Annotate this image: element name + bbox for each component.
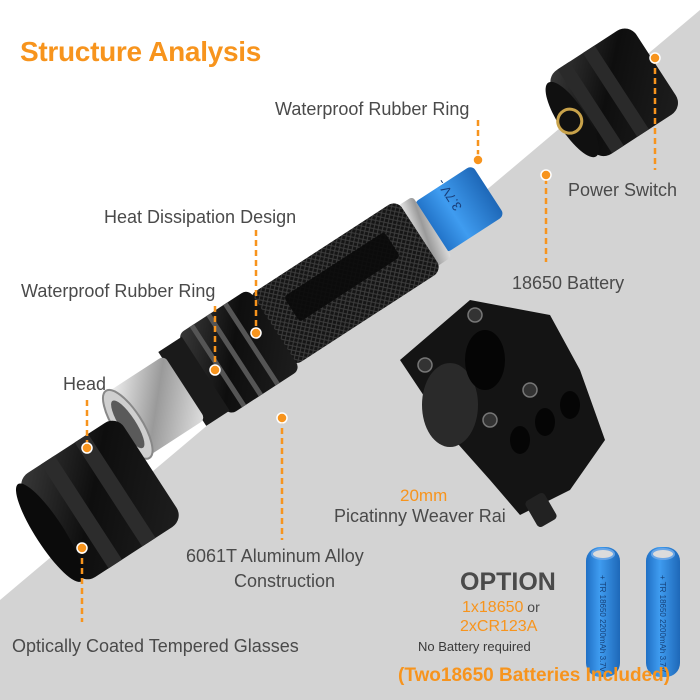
option-line1-value: 1x18650	[462, 599, 524, 616]
option-line2: 2xCR123A	[460, 618, 538, 635]
dot-head-ring	[209, 364, 221, 376]
leader-lines	[80, 58, 657, 622]
label-alloy-line1: 6061T Aluminum Alloy	[186, 546, 364, 566]
dot-tail-ring	[472, 154, 484, 166]
leader-dots	[76, 52, 661, 554]
option-heading: OPTION	[460, 568, 556, 596]
tail-cap	[545, 28, 678, 158]
label-mount-name: Picatinny Weaver Rai	[334, 506, 506, 526]
head-bezel	[15, 420, 179, 582]
spare-battery-2: + TR 18650 2200mAh 3.7V -	[646, 547, 680, 677]
option-line3: No Battery required	[418, 639, 531, 654]
option-line1: 1x18650 or	[462, 600, 540, 616]
label-head-rubber-ring: Waterproof Rubber Ring	[21, 281, 216, 301]
dot-power-switch	[649, 52, 661, 64]
option-included: (Two18650 Batteries Included)	[398, 665, 671, 686]
dot-head	[81, 442, 93, 454]
label-tail-rubber-ring: Waterproof Rubber Ring	[275, 99, 470, 119]
dot-alloy	[276, 412, 288, 424]
label-heat-dissipation: Heat Dissipation Design	[104, 207, 297, 227]
head-thread	[158, 336, 230, 426]
cell-marking: + TR 18650 2200mAh 3.7V -	[658, 575, 667, 677]
label-mount-size: 20mm	[400, 486, 448, 505]
page-title: Structure Analysis	[20, 36, 261, 67]
label-alloy-line2: Construction	[234, 571, 336, 591]
tail-rubber-ring	[399, 197, 451, 266]
dot-heat-dissipation	[250, 327, 262, 339]
dot-battery	[540, 169, 552, 181]
spare-battery-1: + TR 18650 2200mAh 3.7V -	[586, 547, 620, 677]
cell-marking: + TR 18650 2200mAh 3.7V -	[598, 575, 607, 677]
flashlight-body: 3.7V -	[102, 167, 503, 460]
label-18650-battery: 18650 Battery	[512, 273, 625, 293]
label-power-switch: Power Switch	[568, 180, 678, 200]
picatinny-mount	[400, 300, 605, 528]
option-line1-suffix: or	[523, 599, 540, 615]
battery-cell	[415, 167, 503, 252]
dot-glasses	[76, 542, 88, 554]
label-head: Head	[63, 374, 107, 394]
label-optically-coated-glasses: Optically Coated Tempered Glasses	[12, 636, 299, 656]
